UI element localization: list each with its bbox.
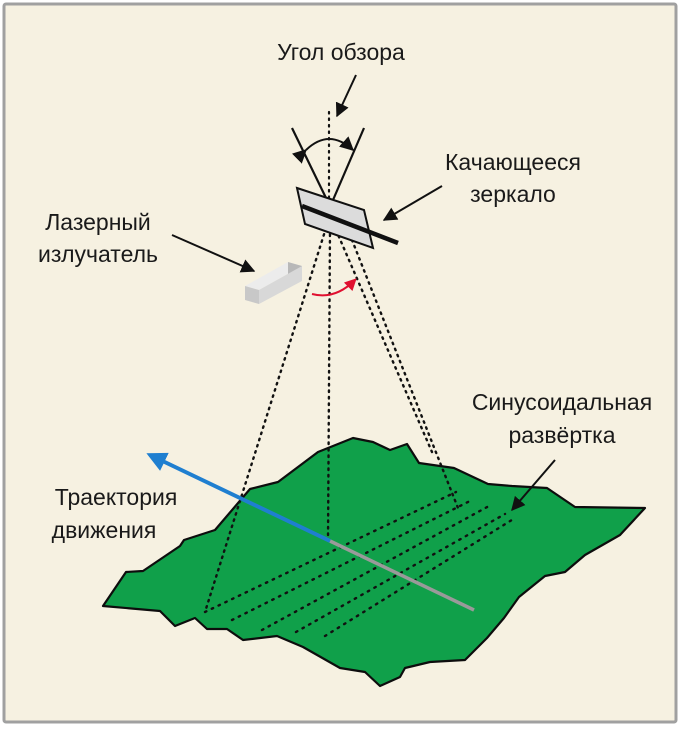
label-scan-line2: развёртка [508, 422, 615, 448]
leader-mirror [382, 185, 443, 221]
label-scan-line1: Синусоидальная [472, 389, 652, 415]
trajectory-arrow [146, 452, 331, 543]
label-laser-line1: Лазерный [45, 209, 151, 235]
scan-beam-right [350, 238, 460, 510]
label-leader-arrows [171, 74, 556, 512]
label-trajectory-line1: Траектория [55, 484, 178, 510]
trajectory-line-back [329, 539, 475, 612]
laser-emitter-icon [245, 262, 302, 304]
label-mirror-line2: зеркало [470, 181, 556, 207]
oscillating-mirror-icon [295, 186, 399, 250]
label-laser-line2: излучатель [38, 241, 158, 267]
rotation-arrow-icon [311, 278, 357, 297]
scan-beam-mid [334, 228, 434, 454]
label-mirror-line1: Качающееся [445, 149, 581, 175]
label-view-angle: Угол обзора [277, 39, 405, 65]
scan-beam-center [326, 226, 332, 542]
leader-scan [511, 459, 556, 512]
label-trajectory-line2: движения [52, 517, 157, 543]
leader-laser [171, 234, 256, 273]
view-angle-arc [292, 136, 355, 164]
scan-beam-lines [203, 226, 460, 614]
scan-beam-left [203, 226, 328, 614]
leader-view-angle [335, 74, 357, 118]
